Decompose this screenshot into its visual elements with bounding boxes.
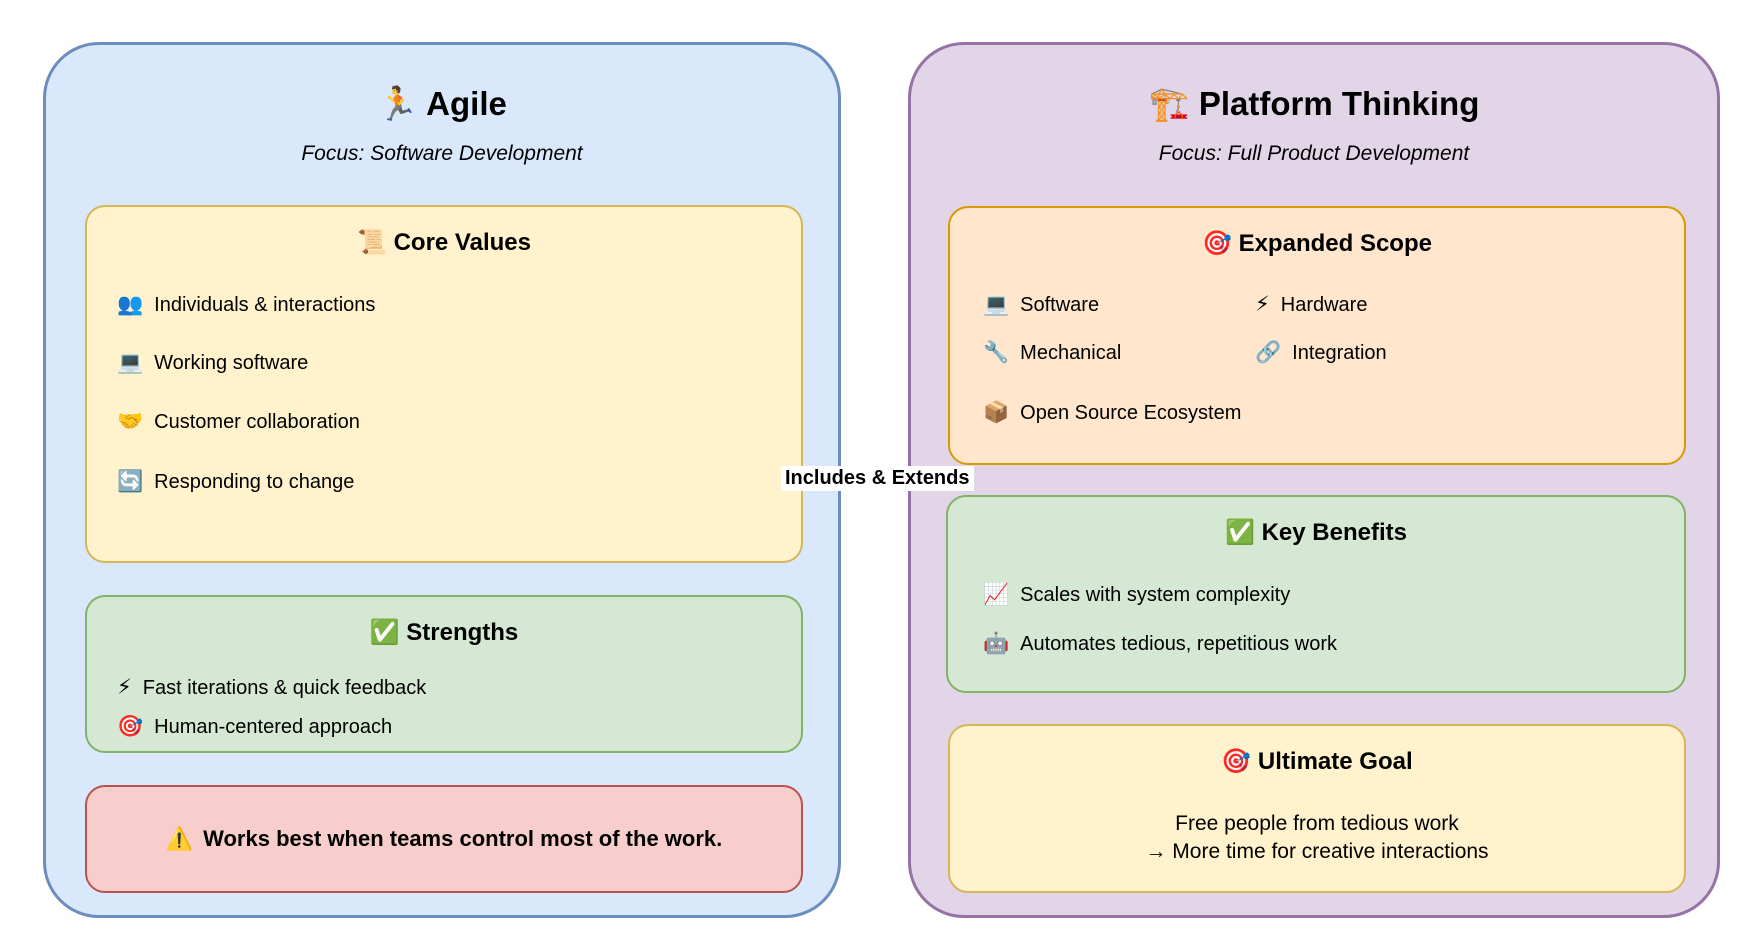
ultimate-goal-title-text: Ultimate Goal bbox=[1257, 748, 1413, 775]
core-values-title-text: Core Values bbox=[393, 229, 531, 256]
list-item-label: Working software bbox=[154, 352, 309, 374]
list-item: 📈 Scales with system complexity bbox=[983, 582, 1290, 608]
handshake-icon: 🤝 bbox=[117, 410, 144, 433]
list-item: 💻 Software bbox=[983, 292, 1099, 318]
list-item: 📦 Open Source Ecosystem bbox=[983, 400, 1241, 426]
list-item-label: Human-centered approach bbox=[154, 716, 393, 738]
busts-in-silhouette-icon: 👥 bbox=[117, 293, 144, 316]
lightning-icon: ⚡ bbox=[117, 676, 132, 699]
list-item-label: Open Source Ecosystem bbox=[1020, 402, 1242, 424]
ultimate-goal-title: 🎯 Ultimate Goal bbox=[950, 746, 1684, 778]
panel-platform-thinking: 🏗️ Platform Thinking Focus: Full Product… bbox=[908, 42, 1720, 918]
strengths-box: ✅ Strengths ⚡ Fast iterations & quick fe… bbox=[85, 595, 803, 753]
list-item-label: Individuals & interactions bbox=[154, 294, 376, 316]
laptop-icon: 💻 bbox=[983, 293, 1010, 316]
lightning-icon: ⚡ bbox=[1255, 293, 1270, 316]
check-mark-icon: ✅ bbox=[369, 619, 400, 646]
panel-platform-title: 🏗️ Platform Thinking bbox=[911, 85, 1717, 123]
list-item-label: Hardware bbox=[1280, 294, 1368, 316]
panel-platform-subtitle: Focus: Full Product Development bbox=[1158, 142, 1470, 165]
list-item-label: Responding to change bbox=[154, 471, 355, 493]
list-item: ⚡ Fast iterations & quick feedback bbox=[117, 675, 426, 701]
list-item: 👥 Individuals & interactions bbox=[117, 292, 375, 318]
list-item: 💻 Working software bbox=[117, 350, 308, 376]
panel-agile-subtitle: Focus: Software Development bbox=[301, 142, 583, 165]
list-item-label: Fast iterations & quick feedback bbox=[142, 677, 427, 699]
panel-platform-title-text: Platform Thinking bbox=[1198, 85, 1480, 122]
strengths-title: ✅ Strengths bbox=[87, 617, 801, 649]
list-item-label: Customer collaboration bbox=[154, 411, 360, 433]
wrench-icon: 🔧 bbox=[983, 341, 1010, 364]
list-item-label: Mechanical bbox=[1020, 342, 1122, 364]
list-item: 🔧 Mechanical bbox=[983, 340, 1121, 366]
expanded-scope-title: 🎯 Expanded Scope bbox=[950, 228, 1684, 260]
list-item: 🤝 Customer collaboration bbox=[117, 409, 360, 435]
key-benefits-box: ✅ Key Benefits 📈 Scales with system comp… bbox=[946, 495, 1686, 693]
ultimate-goal-text: Free people from tedious work → More tim… bbox=[950, 810, 1684, 866]
arrows-cycle-icon: 🔄 bbox=[117, 470, 144, 493]
core-values-box: 📜 Core Values 👥 Individuals & interactio… bbox=[85, 205, 803, 563]
ultimate-goal-line-1: Free people from tedious work bbox=[1175, 812, 1459, 835]
target-icon: 🎯 bbox=[1221, 748, 1252, 775]
target-icon: 🎯 bbox=[1202, 230, 1232, 257]
check-mark-icon: ✅ bbox=[1225, 519, 1255, 546]
expanded-scope-title-text: Expanded Scope bbox=[1238, 230, 1432, 257]
list-item-label: Integration bbox=[1292, 342, 1387, 364]
list-item: 🔄 Responding to change bbox=[117, 469, 354, 495]
key-benefits-title: ✅ Key Benefits bbox=[948, 517, 1684, 549]
laptop-icon: 💻 bbox=[117, 351, 144, 374]
caveat-text: ⚠️ Works best when teams control most of… bbox=[87, 787, 801, 891]
list-item: ⚡ Hardware bbox=[1255, 292, 1367, 318]
panel-agile-title: 🏃 Agile bbox=[46, 85, 838, 123]
list-item: 🎯 Human-centered approach bbox=[117, 714, 392, 740]
chart-increasing-icon: 📈 bbox=[983, 583, 1010, 606]
panel-agile: 🏃 Agile Focus: Software Development 📜 Co… bbox=[43, 42, 841, 918]
list-item-label: Software bbox=[1020, 294, 1100, 316]
robot-icon: 🤖 bbox=[983, 632, 1010, 655]
key-benefits-title-text: Key Benefits bbox=[1261, 519, 1407, 546]
target-icon: 🎯 bbox=[117, 715, 144, 738]
caveat-text-label: Works best when teams control most of th… bbox=[203, 826, 723, 851]
core-values-title: 📜 Core Values bbox=[87, 227, 801, 259]
list-item: 🔗 Integration bbox=[1255, 340, 1387, 366]
runner-icon: 🏃 bbox=[377, 85, 419, 122]
warning-icon: ⚠️ bbox=[165, 826, 194, 851]
link-icon: 🔗 bbox=[1255, 341, 1282, 364]
caveat-box: ⚠️ Works best when teams control most of… bbox=[85, 785, 803, 893]
ultimate-goal-box: 🎯 Ultimate Goal Free people from tedious… bbox=[948, 724, 1686, 893]
list-item-label: Automates tedious, repetitious work bbox=[1020, 633, 1337, 655]
expanded-scope-box: 🎯 Expanded Scope 💻 Software ⚡ Hardware 🔧… bbox=[948, 206, 1686, 465]
scroll-icon: 📜 bbox=[357, 229, 387, 256]
ultimate-goal-line-2: → More time for creative interactions bbox=[1145, 840, 1489, 863]
package-icon: 📦 bbox=[983, 401, 1010, 424]
construction-crane-icon: 🏗️ bbox=[1148, 85, 1190, 122]
strengths-title-text: Strengths bbox=[406, 619, 519, 646]
connector-label-includes-extends: Includes & Extends bbox=[781, 466, 974, 491]
list-item-label: Scales with system complexity bbox=[1020, 584, 1291, 606]
list-item: 🤖 Automates tedious, repetitious work bbox=[983, 631, 1337, 657]
panel-agile-title-text: Agile bbox=[426, 85, 507, 122]
